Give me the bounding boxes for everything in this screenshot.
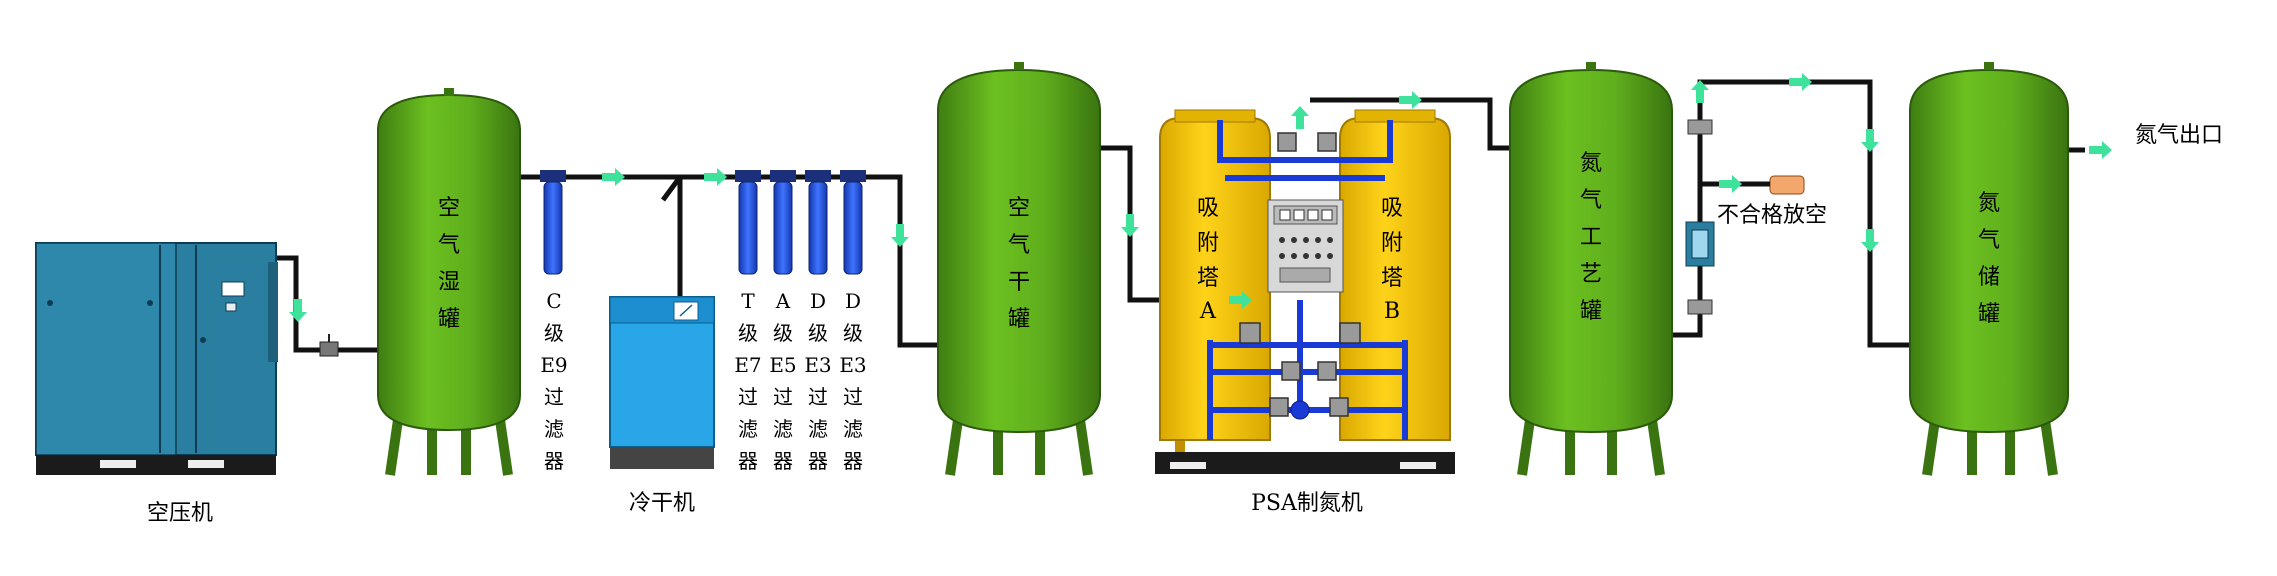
nitrogen-storage-tank-label: 氮气储罐 (1978, 191, 2000, 327)
flow-arrow (2089, 141, 2112, 159)
flow-arrow (1719, 175, 1742, 193)
compressor-label: 空压机 (147, 501, 213, 526)
psa-label: PSA制氮机 (1251, 491, 1363, 516)
flow-arrow (704, 168, 727, 186)
air-wet-tank: 空气湿罐 (377, 88, 521, 476)
dryer-label: 冷干机 (629, 491, 695, 516)
reject-vent-assembly: 不合格放空 (1685, 119, 1827, 315)
nitrogen-storage-tank: 氮气储罐 (1909, 62, 2069, 476)
flow-arrow (1861, 129, 1879, 152)
air-wet-tank-label: 空气湿罐 (438, 196, 460, 332)
refrigerated-dryer: 冷干机 (609, 296, 715, 516)
nitrogen-outlet-label: 氮气出口 (2135, 123, 2223, 148)
air-dry-tank-label: 空气干罐 (1008, 196, 1030, 332)
flow-arrow (289, 299, 307, 322)
flow-arrow (1399, 91, 1422, 109)
psa-control-panel (1267, 199, 1344, 293)
nitrogen-process-tank-label: 氮气工艺罐 (1580, 151, 1602, 324)
air-dry-tank: 空气干罐 (937, 62, 1101, 476)
reject-vent-label: 不合格放空 (1717, 203, 1827, 228)
flow-arrow (1121, 214, 1139, 237)
flow-arrow (1861, 229, 1879, 252)
flow-arrow (1291, 106, 1309, 129)
air-compressor: 空压机 (35, 242, 339, 526)
flow-arrow (602, 168, 625, 186)
flow-arrow (891, 224, 909, 247)
flow-arrow (1789, 73, 1812, 91)
psa-valves (1239, 132, 1361, 417)
nitrogen-process-tank: 氮气工艺罐 (1509, 62, 1673, 476)
